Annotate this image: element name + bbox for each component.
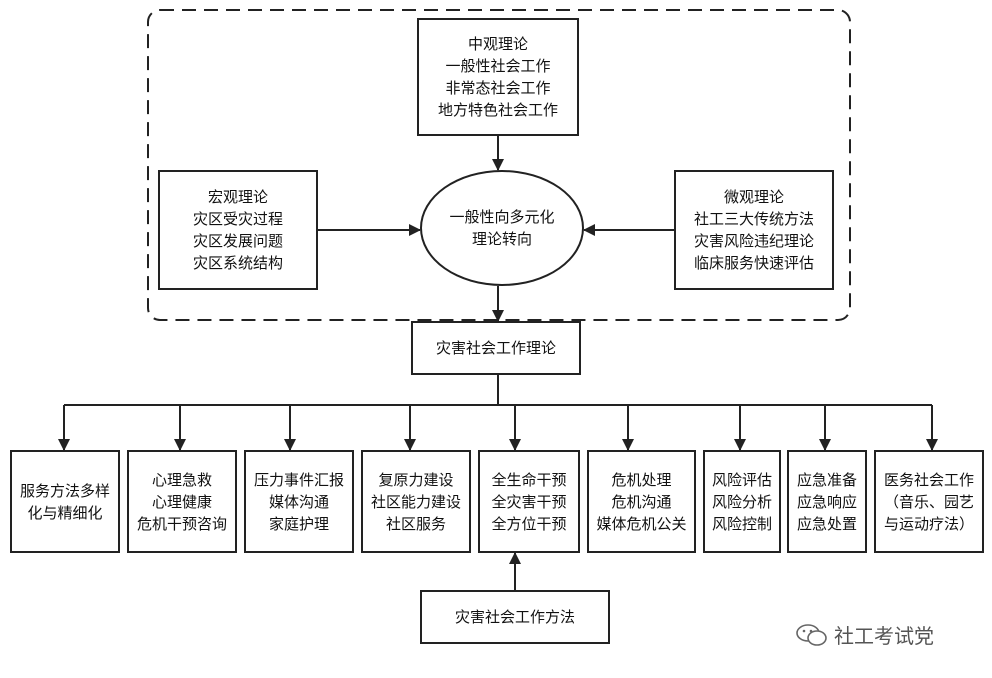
micro-theory-line-4: 临床服务快速评估	[693, 254, 814, 272]
branch-5-line-2: 全灾害干预	[491, 492, 567, 511]
macro-theory-box: 宏观理论 灾区受灾过程 灾区发展问题 灾区系统结构	[158, 170, 318, 290]
branch-8-line-3: 应急处置	[796, 514, 857, 533]
center-line-2: 理论转向	[471, 230, 532, 248]
branch-2-line-1: 心理急救	[151, 470, 212, 489]
branch-4-line-1: 复原力建设	[378, 470, 454, 489]
branch-7-line-3: 风险控制	[711, 514, 772, 533]
branch-3-line-2: 媒体沟通	[268, 492, 329, 511]
branch-9-line-3: 与运动疗法）	[883, 514, 974, 533]
branch-1-line-1: 服务方法多样化与精细化	[19, 481, 110, 522]
micro-theory-line-3: 灾害风险违纪理论	[693, 232, 814, 250]
branch-box-9: 医务社会工作 （音乐、园艺与运动疗法）	[874, 450, 984, 553]
dashed-group-frame	[147, 9, 851, 321]
watermark: 社工考试党	[796, 620, 934, 649]
wechat-icon	[796, 623, 827, 646]
macro-theory-line-2: 灾区受灾过程	[192, 210, 283, 228]
macro-theory-line-1: 宏观理论	[207, 188, 268, 206]
micro-theory-line-2: 社工三大传统方法	[693, 210, 814, 228]
disaster-method-box: 灾害社会工作方法	[420, 590, 610, 644]
branch-5-line-3: 全方位干预	[491, 514, 567, 533]
macro-theory-line-4: 灾区系统结构	[192, 254, 283, 272]
branch-box-3: 压力事件汇报媒体沟通家庭护理	[244, 450, 354, 553]
middle-theory-line-2: 一般性社会工作	[445, 57, 551, 75]
branch-box-5: 全生命干预全灾害干预全方位干预	[478, 450, 580, 553]
branch-9-line-1: 医务社会工作	[883, 470, 974, 489]
branch-box-6: 危机处理危机沟通媒体危机公关	[587, 450, 696, 553]
middle-theory-line-3: 非常态社会工作	[445, 79, 551, 97]
branch-3-line-1: 压力事件汇报	[253, 470, 344, 489]
branch-6-line-1: 危机处理	[611, 470, 672, 489]
branch-box-4: 复原力建设社区能力建设社区服务	[361, 450, 471, 553]
middle-theory-line-4: 地方特色社会工作	[437, 101, 558, 119]
macro-theory-line-3: 灾区发展问题	[192, 232, 283, 250]
disaster-theory-box: 灾害社会工作理论	[411, 321, 581, 375]
center-ellipse: 一般性向多元化 理论转向	[420, 170, 584, 286]
disaster-method-label: 灾害社会工作方法	[454, 608, 575, 626]
branch-5-line-1: 全生命干预	[491, 470, 567, 489]
branch-8-line-2: 应急响应	[796, 492, 857, 511]
branch-box-8: 应急准备应急响应应急处置	[787, 450, 867, 553]
branch-2-line-2: 心理健康	[151, 492, 212, 511]
branch-box-2: 心理急救心理健康危机干预咨询	[127, 450, 237, 553]
branch-7-line-1: 风险评估	[711, 470, 772, 489]
branch-7-line-2: 风险分析	[711, 492, 772, 511]
branch-4-line-2: 社区能力建设	[370, 492, 461, 511]
watermark-text: 社工考试党	[834, 624, 934, 648]
branch-8-line-1: 应急准备	[796, 470, 857, 489]
center-line-1: 一般性向多元化	[449, 208, 555, 226]
micro-theory-box: 微观理论 社工三大传统方法 灾害风险违纪理论 临床服务快速评估	[674, 170, 834, 290]
branch-9-line-2: （音乐、园艺	[883, 492, 974, 511]
micro-theory-line-1: 微观理论	[723, 188, 784, 206]
middle-theory-line-1: 中观理论	[467, 35, 528, 53]
branch-box-1: 服务方法多样化与精细化	[10, 450, 120, 553]
branch-box-7: 风险评估风险分析风险控制	[703, 450, 781, 553]
branch-6-line-3: 媒体危机公关	[596, 514, 687, 533]
middle-theory-box: 中观理论 一般性社会工作 非常态社会工作 地方特色社会工作	[417, 18, 579, 136]
branch-6-line-2: 危机沟通	[611, 492, 672, 511]
branch-3-line-3: 家庭护理	[268, 514, 329, 533]
disaster-theory-label: 灾害社会工作理论	[435, 339, 556, 357]
branch-4-line-3: 社区服务	[385, 514, 446, 533]
branch-2-line-3: 危机干预咨询	[136, 514, 227, 533]
